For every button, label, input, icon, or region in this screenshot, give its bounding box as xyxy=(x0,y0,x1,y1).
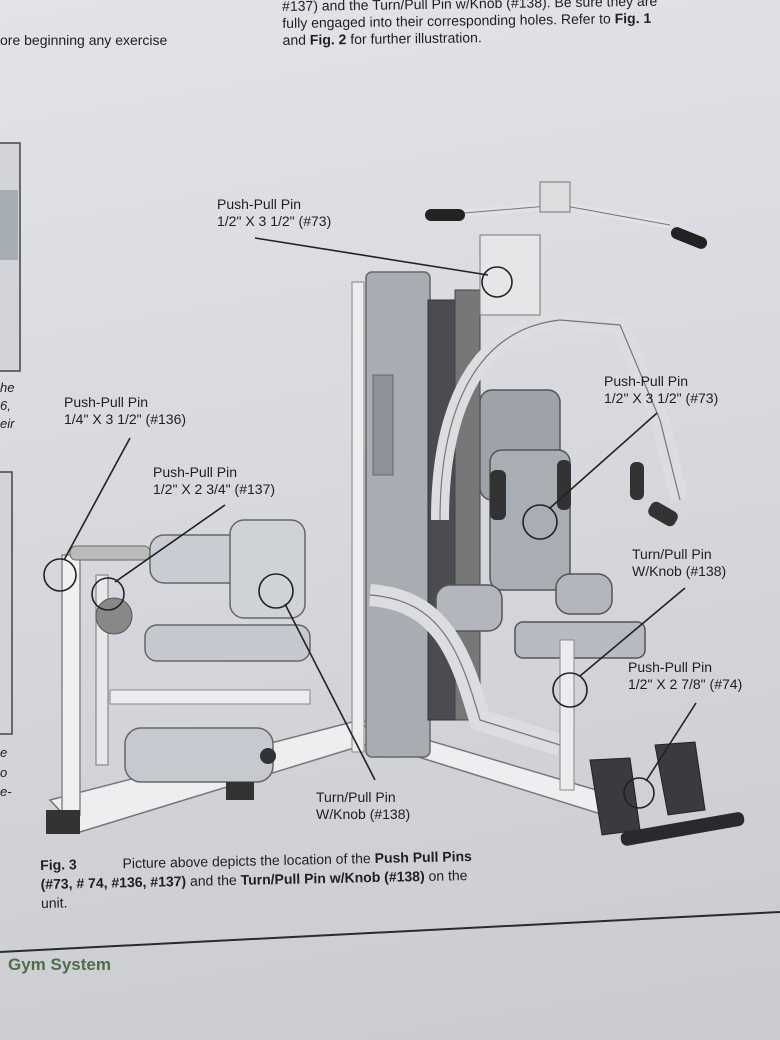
label-pin138-bottom: Turn/Pull Pin W/Knob (#138) xyxy=(316,789,411,822)
left-margin-boxes xyxy=(0,142,21,735)
margin-fragment: 6, xyxy=(0,398,11,413)
figure-caption: Fig. 3 Picture above depicts the locatio… xyxy=(40,847,473,911)
label-pin138-right: Turn/Pull Pin W/Knob (#138) xyxy=(632,546,727,579)
margin-fragment: e- xyxy=(0,784,12,799)
margin-fragment: o xyxy=(0,765,8,780)
lat-bar xyxy=(425,181,708,316)
label-pin73-right: Push-Pull Pin 1/2" X 3 1/2" (#73) xyxy=(604,373,719,406)
label-pin137: Push-Pull Pin 1/2" X 2 3/4" (#137) xyxy=(153,464,276,497)
label-pin74: Push-Pull Pin 1/2" X 2 7/8" (#74) xyxy=(628,659,743,692)
leg-station xyxy=(46,519,311,834)
header-left-line: ore beginning any exercise xyxy=(0,32,168,48)
callouts xyxy=(43,237,697,809)
page-separator xyxy=(0,911,780,953)
label-pin73-top: Push-Pull Pin 1/2" X 3 1/2" (#73) xyxy=(217,196,332,229)
press-station xyxy=(368,310,689,791)
footer-title: Gym System xyxy=(8,955,111,974)
foot-plates xyxy=(589,741,745,846)
caption-fig-label: Fig. 3 xyxy=(40,856,77,873)
margin-fragment: eir xyxy=(0,416,15,431)
margin-fragment: e xyxy=(0,745,8,760)
margin-fragment: he xyxy=(0,380,15,395)
label-pin136: Push-Pull Pin 1/4" X 3 1/2" (#136) xyxy=(64,394,187,427)
